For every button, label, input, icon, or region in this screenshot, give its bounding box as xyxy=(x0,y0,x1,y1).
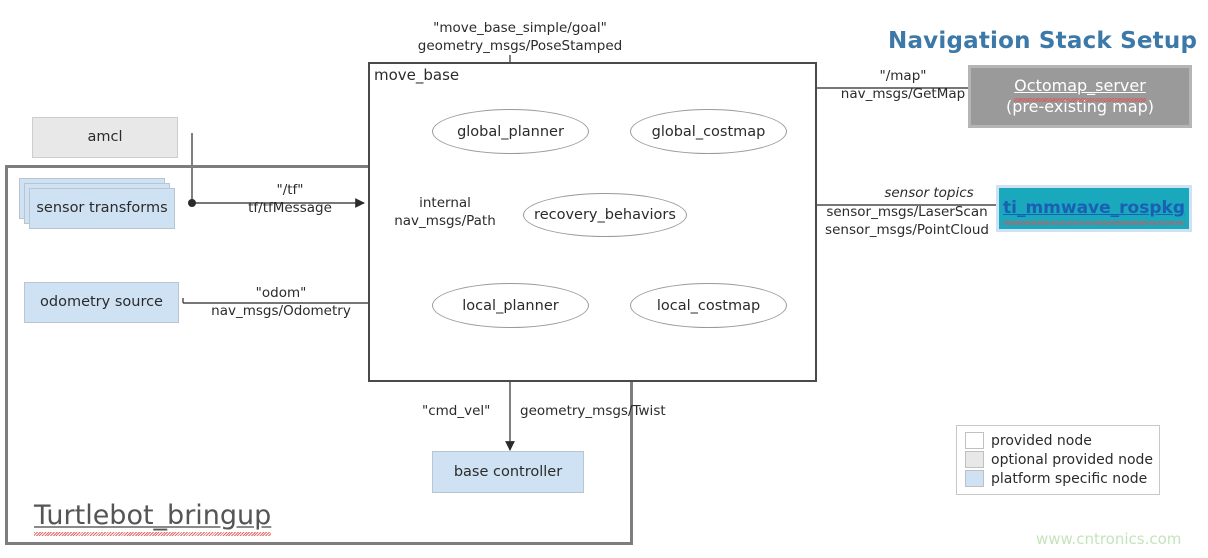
node-odometry-source[interactable]: odometry source xyxy=(24,282,179,323)
node-recovery-behaviors[interactable]: recovery_behaviors xyxy=(523,193,687,237)
legend-swatch-optional xyxy=(965,451,984,468)
page-title: Navigation Stack Setup xyxy=(888,28,1198,54)
legend-item-optional: optional provided node xyxy=(965,450,1154,469)
edge-label-odom: "odom" nav_msgs/Odometry xyxy=(205,285,357,320)
edge-label-goal-type: geometry_msgs/PoseStamped xyxy=(417,37,623,54)
edge-label-sensor-pointcloud: sensor_msgs/PointCloud xyxy=(825,221,989,238)
node-ti-mmwave-rospkg[interactable]: ti_mmwave_rospkg xyxy=(996,185,1192,232)
legend-swatch-provided xyxy=(965,432,984,449)
edge-label-tf: "/tf" tf/tfMessage xyxy=(230,182,350,217)
watermark: www.cntronics.com xyxy=(1036,530,1182,548)
edge-label-sensor-laserscan: sensor_msgs/LaserScan xyxy=(826,204,988,220)
legend-swatch-platform xyxy=(965,470,984,487)
edge-label-sensor-types: sensor_msgs/LaserScan sensor_msgs/PointC… xyxy=(818,204,996,239)
move-base-label: move_base xyxy=(374,66,460,84)
node-local-costmap[interactable]: local_costmap xyxy=(630,283,787,328)
edge-label-map-type: nav_msgs/GetMap xyxy=(840,85,966,102)
spellcheck-squiggle-icon xyxy=(1003,220,1185,225)
node-amcl[interactable]: amcl xyxy=(32,117,178,158)
edge-label-odom-topic: "odom" xyxy=(255,285,307,301)
ti-mmwave-rospkg-name: ti_mmwave_rospkg xyxy=(1003,197,1185,225)
edge-label-internal: internal nav_msgs/Path xyxy=(385,195,505,230)
edge-label-map: "/map" nav_msgs/GetMap xyxy=(838,68,968,103)
turtlebot-bringup-text: Turtlebot_bringup xyxy=(34,500,272,531)
edge-label-goal: "move_base_simple/goal" geometry_msgs/Po… xyxy=(415,20,625,55)
spellcheck-squiggle-icon xyxy=(1014,97,1146,102)
node-base-controller[interactable]: base controller xyxy=(432,451,584,493)
legend-label-optional: optional provided node xyxy=(991,451,1154,468)
edge-label-sensor-topics: sensor topics xyxy=(884,185,974,201)
legend-label-provided: provided node xyxy=(991,432,1092,449)
legend-item-provided: provided node xyxy=(965,431,1151,450)
edge-label-goal-topic: "move_base_simple/goal" xyxy=(433,20,607,36)
edge-label-odom-type: nav_msgs/Odometry xyxy=(211,302,351,319)
octomap-server-name: Octomap_server xyxy=(1014,76,1146,102)
legend-label-platform: platform specific node xyxy=(991,470,1148,487)
edge-label-tf-topic: "/tf" xyxy=(276,182,304,198)
spellcheck-squiggle-icon xyxy=(34,532,272,536)
turtlebot-bringup-label: Turtlebot_bringup xyxy=(34,500,272,536)
node-local-planner[interactable]: local_planner xyxy=(432,283,589,328)
edge-label-internal-type: nav_msgs/Path xyxy=(394,212,496,229)
legend: provided node optional provided node pla… xyxy=(956,425,1160,495)
node-global-planner[interactable]: global_planner xyxy=(432,109,589,154)
edge-label-cmdvel-topic: "cmd_vel" xyxy=(422,403,491,419)
node-sensor-transforms[interactable]: sensor transforms xyxy=(29,188,175,229)
node-global-costmap[interactable]: global_costmap xyxy=(630,109,787,154)
edge-label-map-topic: "/map" xyxy=(879,68,927,84)
edge-label-cmdvel-type: geometry_msgs/Twist xyxy=(520,403,666,419)
legend-item-platform: platform specific node xyxy=(965,469,1151,488)
node-octomap-server[interactable]: Octomap_server (pre-existing map) xyxy=(968,65,1192,128)
edge-label-tf-type: tf/tfMessage xyxy=(248,199,332,216)
edge-label-internal-word: internal xyxy=(419,195,471,211)
